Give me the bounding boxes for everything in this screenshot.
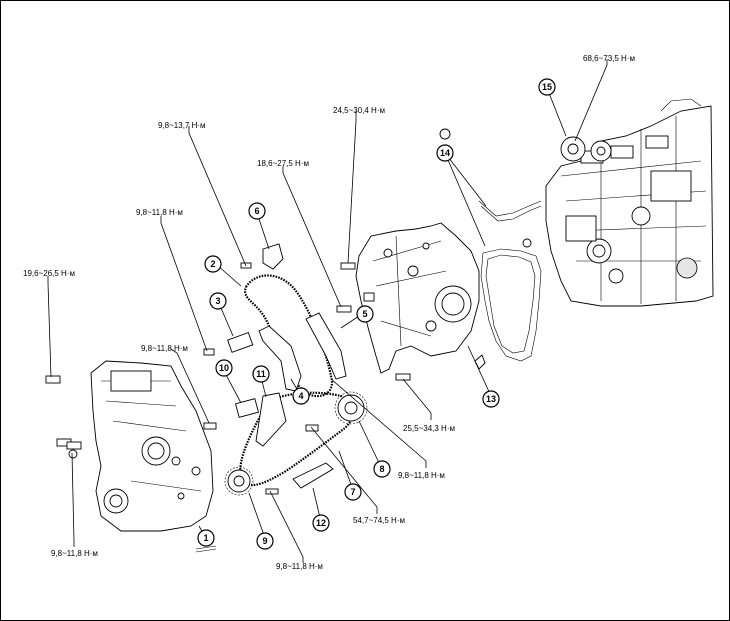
torque-label-3: 68,6~73,5 Н·м (583, 54, 635, 63)
svg-text:5: 5 (362, 309, 367, 319)
camshaft-sprocket-upper (560, 136, 612, 162)
callout-5: 5 (356, 305, 374, 323)
chain-tensioner (203, 332, 254, 356)
torque-label-10: 54,7~74,5 Н·м (353, 516, 405, 525)
engine-block (545, 98, 714, 307)
tensioner-bracket (240, 243, 284, 270)
o-ring (439, 128, 451, 140)
svg-text:10: 10 (219, 363, 229, 373)
svg-text:14: 14 (440, 148, 450, 158)
svg-text:8: 8 (379, 464, 384, 474)
outer-timing-cover (90, 360, 214, 532)
crankshaft-sprocket (224, 466, 254, 496)
svg-text:2: 2 (210, 259, 215, 269)
svg-text:1: 1 (203, 533, 208, 543)
callout-2: 2 (204, 255, 222, 273)
callout-12: 12 (312, 514, 330, 532)
callout-1: 1 (197, 529, 215, 547)
svg-text:11: 11 (256, 369, 266, 379)
torque-labels: 9,8~13,7 Н·м 24,5~30,4 Н·м 68,6~73,5 Н·м… (23, 54, 635, 571)
chain-guide (305, 312, 347, 380)
oil-pump-chain-guide (265, 462, 334, 495)
callout-6: 6 (248, 202, 266, 220)
torque-label-2: 24,5~30,4 Н·м (333, 106, 385, 115)
svg-text:4: 4 (298, 391, 303, 401)
woodruff-key (195, 545, 217, 553)
torque-label-1: 9,8~13,7 Н·м (158, 121, 206, 130)
callout-7: 7 (344, 483, 362, 501)
callout-10: 10 (215, 359, 233, 377)
callout-3: 3 (209, 292, 227, 310)
inner-timing-cover (355, 222, 486, 374)
svg-text:13: 13 (486, 394, 496, 404)
torque-label-7: 9,8~11,8 Н·м (141, 344, 188, 353)
lower-tensioner (203, 398, 260, 430)
svg-text:3: 3 (215, 296, 220, 306)
callout-13: 13 (482, 390, 500, 408)
sealant-icon (676, 257, 698, 279)
callout-14: 14 (436, 144, 454, 162)
callout-11: 11 (252, 365, 270, 383)
timing-cover-gasket (439, 128, 542, 362)
torque-label-9: 9,8~11,8 Н·м (398, 471, 445, 480)
svg-text:6: 6 (254, 206, 259, 216)
left-bolts (45, 375, 82, 459)
torque-label-12: 9,8~11,8 Н·м (51, 549, 98, 558)
callouts: 1 2 3 4 5 6 7 8 9 10 11 12 13 14 15 (197, 78, 556, 550)
lower-chain-guide (255, 392, 287, 447)
svg-text:12: 12 (316, 518, 326, 528)
callout-9: 9 (256, 532, 274, 550)
torque-label-11: 9,8~11,8 Н·м (276, 562, 323, 571)
callout-4: 4 (292, 387, 310, 405)
leader-lines (47, 59, 608, 563)
torque-label-6: 19,6~26,5 Н·м (23, 269, 75, 278)
torque-label-8: 25,5~34,3 Н·м (403, 424, 455, 433)
callout-15: 15 (538, 78, 556, 96)
torque-label-5: 9,8~11,8 Н·м (136, 208, 183, 217)
svg-text:15: 15 (542, 82, 552, 92)
svg-text:7: 7 (350, 487, 355, 497)
oil-pump-sprocket (334, 391, 368, 425)
callout-8: 8 (373, 460, 391, 478)
svg-text:9: 9 (262, 536, 267, 546)
torque-label-4: 18,6~27,5 Н·м (257, 159, 309, 168)
